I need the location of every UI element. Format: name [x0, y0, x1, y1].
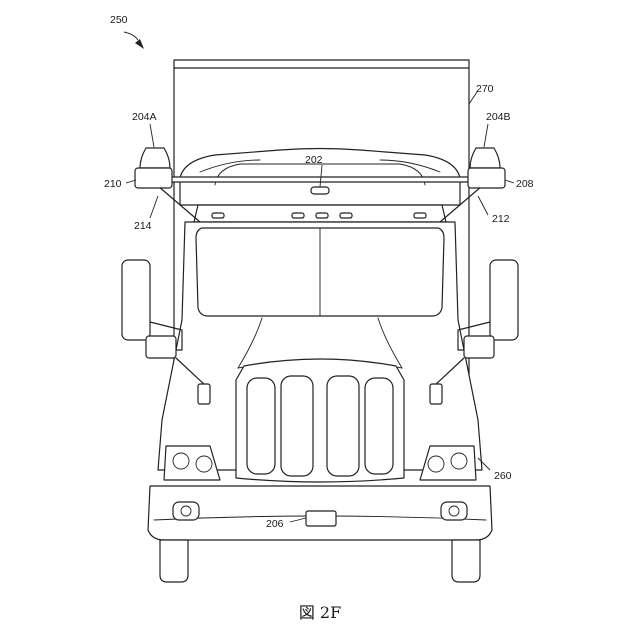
- label-250: 250: [110, 14, 128, 26]
- headlight-left: [164, 446, 220, 480]
- label-208: 208: [516, 178, 534, 190]
- label-204a: 204A: [132, 111, 157, 123]
- label-202: 202: [305, 154, 323, 166]
- grille: [236, 359, 404, 482]
- sensor-pod-right: [468, 148, 505, 188]
- sensor-pod-left: [135, 148, 172, 188]
- figure-caption: 図 2F: [299, 603, 341, 622]
- label-270: 270: [476, 83, 494, 95]
- windshield: [196, 228, 444, 316]
- label-260: 260: [494, 470, 512, 482]
- label-210: 210: [104, 178, 122, 190]
- roof-sensor-202: [311, 187, 329, 194]
- headlight-right: [420, 446, 476, 480]
- visor-light-bar: [194, 205, 446, 222]
- label-214: 214: [134, 220, 152, 232]
- bumper-sensor-206: [306, 511, 336, 526]
- label-212: 212: [492, 213, 510, 225]
- label-204b: 204B: [486, 111, 511, 123]
- front-tyres: [160, 540, 480, 582]
- label-206: 206: [266, 518, 284, 530]
